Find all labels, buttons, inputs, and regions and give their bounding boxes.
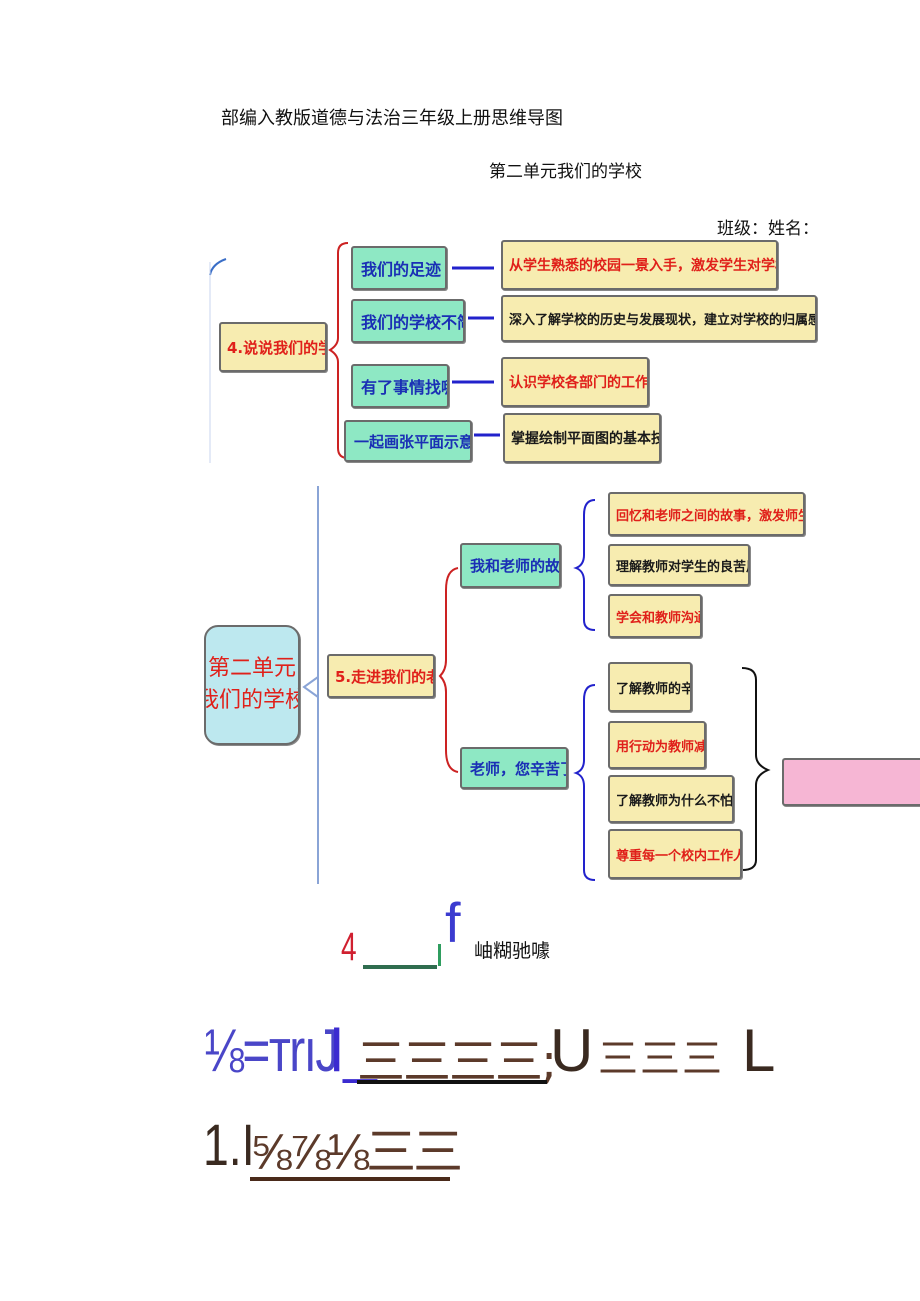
garbled-line-2-part-f: L: [742, 1017, 776, 1084]
map1-desc-school: 深入了解学校的历史与发展现状，建立对学校的归属感与荣誉感: [501, 295, 817, 342]
class-name-field: 班级：姓名：: [717, 219, 819, 239]
map2-thanks-item-2: 用行动为教师减负: [608, 721, 706, 769]
map1-topic-floorplan: 一起画张平面示意图: [344, 420, 472, 462]
map1-root-node: 4.说说我们的学校: [219, 322, 327, 372]
unit-title: 第二单元我们的学校: [489, 162, 642, 182]
garbled-line-2-part-a: ⅛=ᴛrıJ: [204, 1017, 339, 1084]
garbled-line-1-underline: [363, 965, 437, 969]
garbled-line-2-part-b: l_: [330, 1017, 377, 1084]
garbled-line-2-part-e: 三三三: [598, 1036, 724, 1082]
garbled-line-3-part-b: ⅝⅞⅛三三: [250, 1124, 463, 1180]
map2-thanks-item-3: 了解教师为什么不怕苦: [608, 775, 734, 823]
map1-desc-where: 认识学校各部门的工作职能: [501, 357, 649, 407]
garbled-line-3-part-a: 1.I: [203, 1113, 255, 1178]
map1-topic-school: 我们的学校不简单: [351, 299, 465, 343]
map2-thanks-item-1: 了解教师的辛苦: [608, 662, 692, 712]
map1-desc-footprints: 从学生熟悉的校园一景入手，激发学生对学校的情感: [501, 240, 778, 290]
map2-thanks-item-4: 尊重每一个校内工作人员: [608, 829, 742, 879]
garbled-line-2-underline: [357, 1080, 547, 1084]
map2-story-item-3: 学会和教师沟通: [608, 594, 702, 638]
garbled-line-1-number: 4: [341, 925, 357, 969]
map2-story-item-2: 理解教师对学生的良苦用: [608, 544, 750, 586]
map2-summary-node: [782, 758, 920, 806]
map2-topic-thanks: 老师，您辛苦了: [460, 747, 568, 789]
map2-topic-story: 我和老师的故事: [460, 543, 561, 588]
map1-topic-where: 有了事情找哪里: [351, 364, 449, 408]
map2-center-node: 第二单元 我们的学校: [204, 625, 300, 745]
document-title: 部编入教版道德与法治三年级上册思维导图: [221, 108, 563, 129]
garbled-line-1-f: f: [445, 891, 461, 954]
map1-desc-floorplan: 掌握绘制平面图的基本技巧: [503, 413, 661, 463]
garbled-line-2-part-d: U: [550, 1017, 594, 1084]
garbled-line-3-underline: [250, 1177, 450, 1181]
map2-lesson-node: 5.走进我们的老师: [327, 654, 435, 698]
map1-topic-footprints: 我们的足迹: [351, 246, 447, 290]
garbled-line-1-bar: [438, 944, 441, 966]
map2-story-item-1: 回忆和老师之间的故事，激发师生之情: [608, 492, 805, 536]
garbled-line-1-text: 岫糊驰噱: [474, 940, 551, 962]
